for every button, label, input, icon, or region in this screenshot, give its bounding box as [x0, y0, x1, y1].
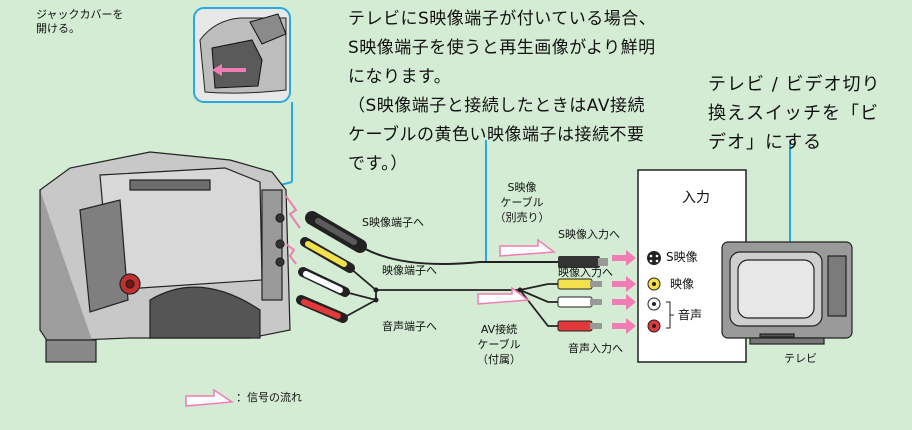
signal-flow-arrows [185, 238, 557, 407]
video-input-label: 映像入力へ [558, 266, 613, 279]
legend-label: ：信号の流れ [236, 391, 302, 404]
av-cable-camera-side [296, 237, 520, 323]
audio-input-label: 音声入力へ [568, 342, 623, 355]
s-video-jack-label: S映像 [666, 250, 698, 264]
av-cable-label: AV接続 ケーブル （付属） [477, 323, 521, 366]
camcorder-body [39, 151, 291, 363]
tv-label: テレビ [784, 352, 817, 365]
input-arrows [612, 250, 636, 334]
av-cable-tv-side [517, 278, 602, 332]
legend-arrow [185, 388, 235, 407]
main-note: テレビにS映像端子が付いている場合、 S映像端子を使うと再生画像がより鮮明 にな… [348, 9, 657, 174]
s-video-input-label: S映像入力へ [558, 228, 620, 241]
s-video-port-label: S映像端子へ [362, 216, 424, 229]
jack-cover-inset [193, 7, 291, 103]
video-jack-label: 映像 [670, 277, 695, 291]
audio-jack-label: 音声 [678, 308, 703, 322]
switch-note: テレビ / ビデオ切り 換えスイッチを「ビ デオ」にする [708, 74, 881, 153]
video-port-label: 映像端子へ [382, 264, 437, 277]
audio-port-label: 音声端子へ [382, 320, 437, 333]
television [721, 241, 853, 345]
s-video-cable-label: S映像 ケーブル （別売り） [494, 181, 550, 224]
jack-cover-note: ジャックカバーを 開ける。 [36, 8, 124, 35]
tv-panel-title: 入力 [682, 190, 710, 206]
s-video-cable [305, 211, 608, 268]
